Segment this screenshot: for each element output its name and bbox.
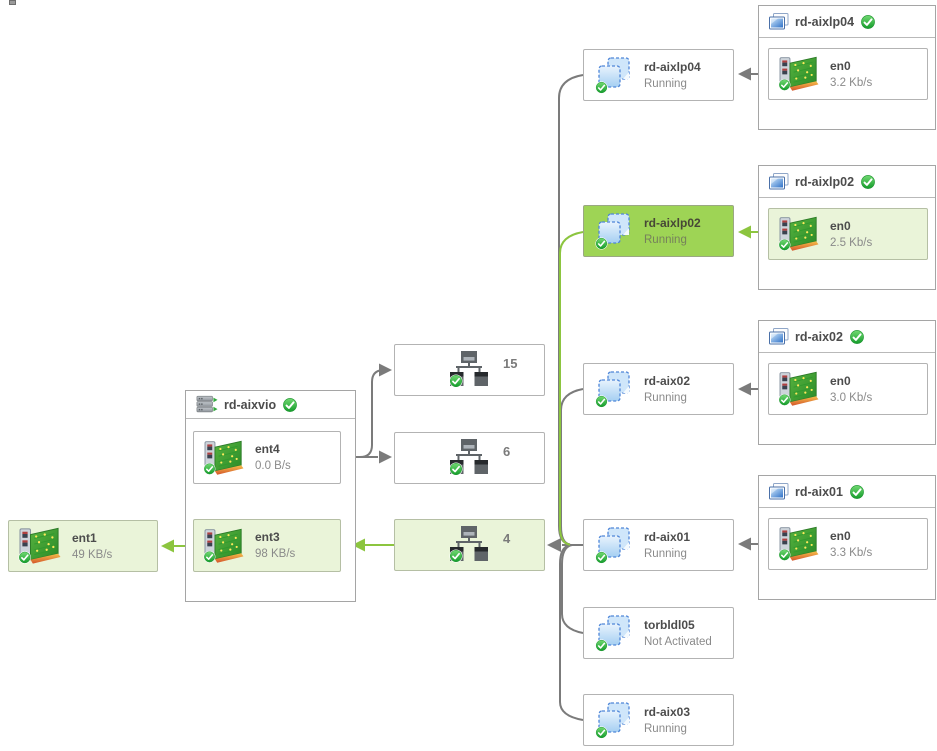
host-title: rd-aix01 xyxy=(795,484,843,499)
logical-partition-icon xyxy=(595,369,635,409)
lpar-status: Running xyxy=(644,722,687,735)
vswitch-id: 6 xyxy=(503,443,511,459)
lpar-status: Running xyxy=(644,547,687,560)
node-vswitch-15[interactable]: 15 xyxy=(394,344,545,396)
host-header[interactable]: rd-aixlp04 xyxy=(759,6,935,38)
node-lpar-rd-aixlp04[interactable]: rd-aixlp04 Running xyxy=(583,49,734,101)
node-vio-adapter-ent3[interactable]: ent3 98 KB/s xyxy=(193,519,341,572)
adapter-name: ent3 xyxy=(255,530,280,544)
host-header[interactable]: rd-aixlp02 xyxy=(759,166,935,198)
logical-partition-icon xyxy=(595,613,635,653)
lpar-name: rd-aixlp02 xyxy=(644,215,701,230)
node-client-adapter-ent1[interactable]: ent1 49 KB/s xyxy=(8,520,158,572)
status-ok-icon xyxy=(849,484,865,500)
lpar-name: rd-aix03 xyxy=(644,704,691,719)
virtual-switch-icon xyxy=(449,351,489,389)
network-adapter-icon xyxy=(778,55,820,93)
vio-server-header[interactable]: rd-aixvio xyxy=(186,391,355,419)
lpar-name: rd-aix01 xyxy=(644,529,691,544)
host-title: rd-aixlp04 xyxy=(795,14,855,29)
lpar-status: Running xyxy=(644,233,687,246)
logical-partition-icon xyxy=(595,211,635,251)
adapter-name: en0 xyxy=(830,373,851,388)
node-lpar-rd-aix02[interactable]: rd-aix02 Running xyxy=(583,363,734,415)
virtual-switch-icon xyxy=(449,526,489,564)
node-vswitch-4[interactable]: 4 xyxy=(394,519,545,571)
adapter-name: ent1 xyxy=(72,530,97,545)
lpar-status: Running xyxy=(644,391,687,404)
virtual-machine-icon xyxy=(769,13,789,30)
adapter-name: ent4 xyxy=(255,442,280,456)
node-lpar-rd-aix01[interactable]: rd-aix01 Running xyxy=(583,519,734,571)
host-header[interactable]: rd-aix01 xyxy=(759,476,935,508)
status-ok-icon xyxy=(860,14,876,30)
status-ok-icon xyxy=(849,329,865,345)
status-ok-icon xyxy=(282,397,298,413)
network-adapter-icon xyxy=(778,370,820,408)
logical-partition-icon xyxy=(595,700,635,740)
node-vswitch-6[interactable]: 6 xyxy=(394,432,545,484)
clipped-icon-fragment xyxy=(9,0,16,5)
lpar-status: Not Activated xyxy=(644,635,712,648)
vio-server-icon xyxy=(196,395,218,414)
virtual-switch-icon xyxy=(449,439,489,477)
host-title: rd-aix02 xyxy=(795,329,843,344)
node-host-adapter-en0[interactable]: en0 3.2 Kb/s xyxy=(768,48,928,100)
host-header[interactable]: rd-aix02 xyxy=(759,321,935,353)
adapter-rate: 98 KB/s xyxy=(255,548,296,560)
adapter-rate: 3.2 Kb/s xyxy=(830,76,873,89)
network-adapter-icon xyxy=(203,439,245,477)
vio-server-title: rd-aixvio xyxy=(224,397,277,412)
node-host-adapter-en0[interactable]: en0 3.0 Kb/s xyxy=(768,363,928,415)
virtual-machine-icon xyxy=(769,483,789,500)
network-adapter-icon xyxy=(18,526,62,566)
host-title: rd-aixlp02 xyxy=(795,174,855,189)
logical-partition-icon xyxy=(595,525,635,565)
adapter-rate: 0.0 B/s xyxy=(255,460,291,472)
adapter-rate: 2.5 Kb/s xyxy=(830,236,873,249)
logical-partition-icon xyxy=(595,55,635,95)
vswitch-id: 15 xyxy=(503,355,518,371)
node-vio-adapter-ent4[interactable]: ent4 0.0 B/s xyxy=(193,431,341,484)
node-lpar-torbldl05[interactable]: torbldl05 Not Activated xyxy=(583,607,734,659)
lpar-status: Running xyxy=(644,77,687,90)
node-host-adapter-en0[interactable]: en0 3.3 Kb/s xyxy=(768,518,928,570)
adapter-name: en0 xyxy=(830,218,851,233)
adapter-rate: 3.0 Kb/s xyxy=(830,391,873,404)
status-ok-icon xyxy=(860,174,876,190)
lpar-name: rd-aix02 xyxy=(644,373,691,388)
network-adapter-icon xyxy=(203,527,245,565)
node-lpar-rd-aixlp02[interactable]: rd-aixlp02 Running xyxy=(583,205,734,257)
lpar-name: rd-aixlp04 xyxy=(644,59,701,74)
adapter-name: en0 xyxy=(830,528,851,543)
network-adapter-icon xyxy=(778,525,820,563)
adapter-rate: 49 KB/s xyxy=(72,548,113,561)
lpar-name: torbldl05 xyxy=(644,617,695,632)
virtual-machine-icon xyxy=(769,173,789,190)
virtual-machine-icon xyxy=(769,328,789,345)
vswitch-id: 4 xyxy=(503,530,511,546)
network-adapter-icon xyxy=(778,215,820,253)
node-host-adapter-en0[interactable]: en0 2.5 Kb/s xyxy=(768,208,928,260)
adapter-name: en0 xyxy=(830,58,851,73)
node-lpar-rd-aix03[interactable]: rd-aix03 Running xyxy=(583,694,734,746)
adapter-rate: 3.3 Kb/s xyxy=(830,546,873,559)
